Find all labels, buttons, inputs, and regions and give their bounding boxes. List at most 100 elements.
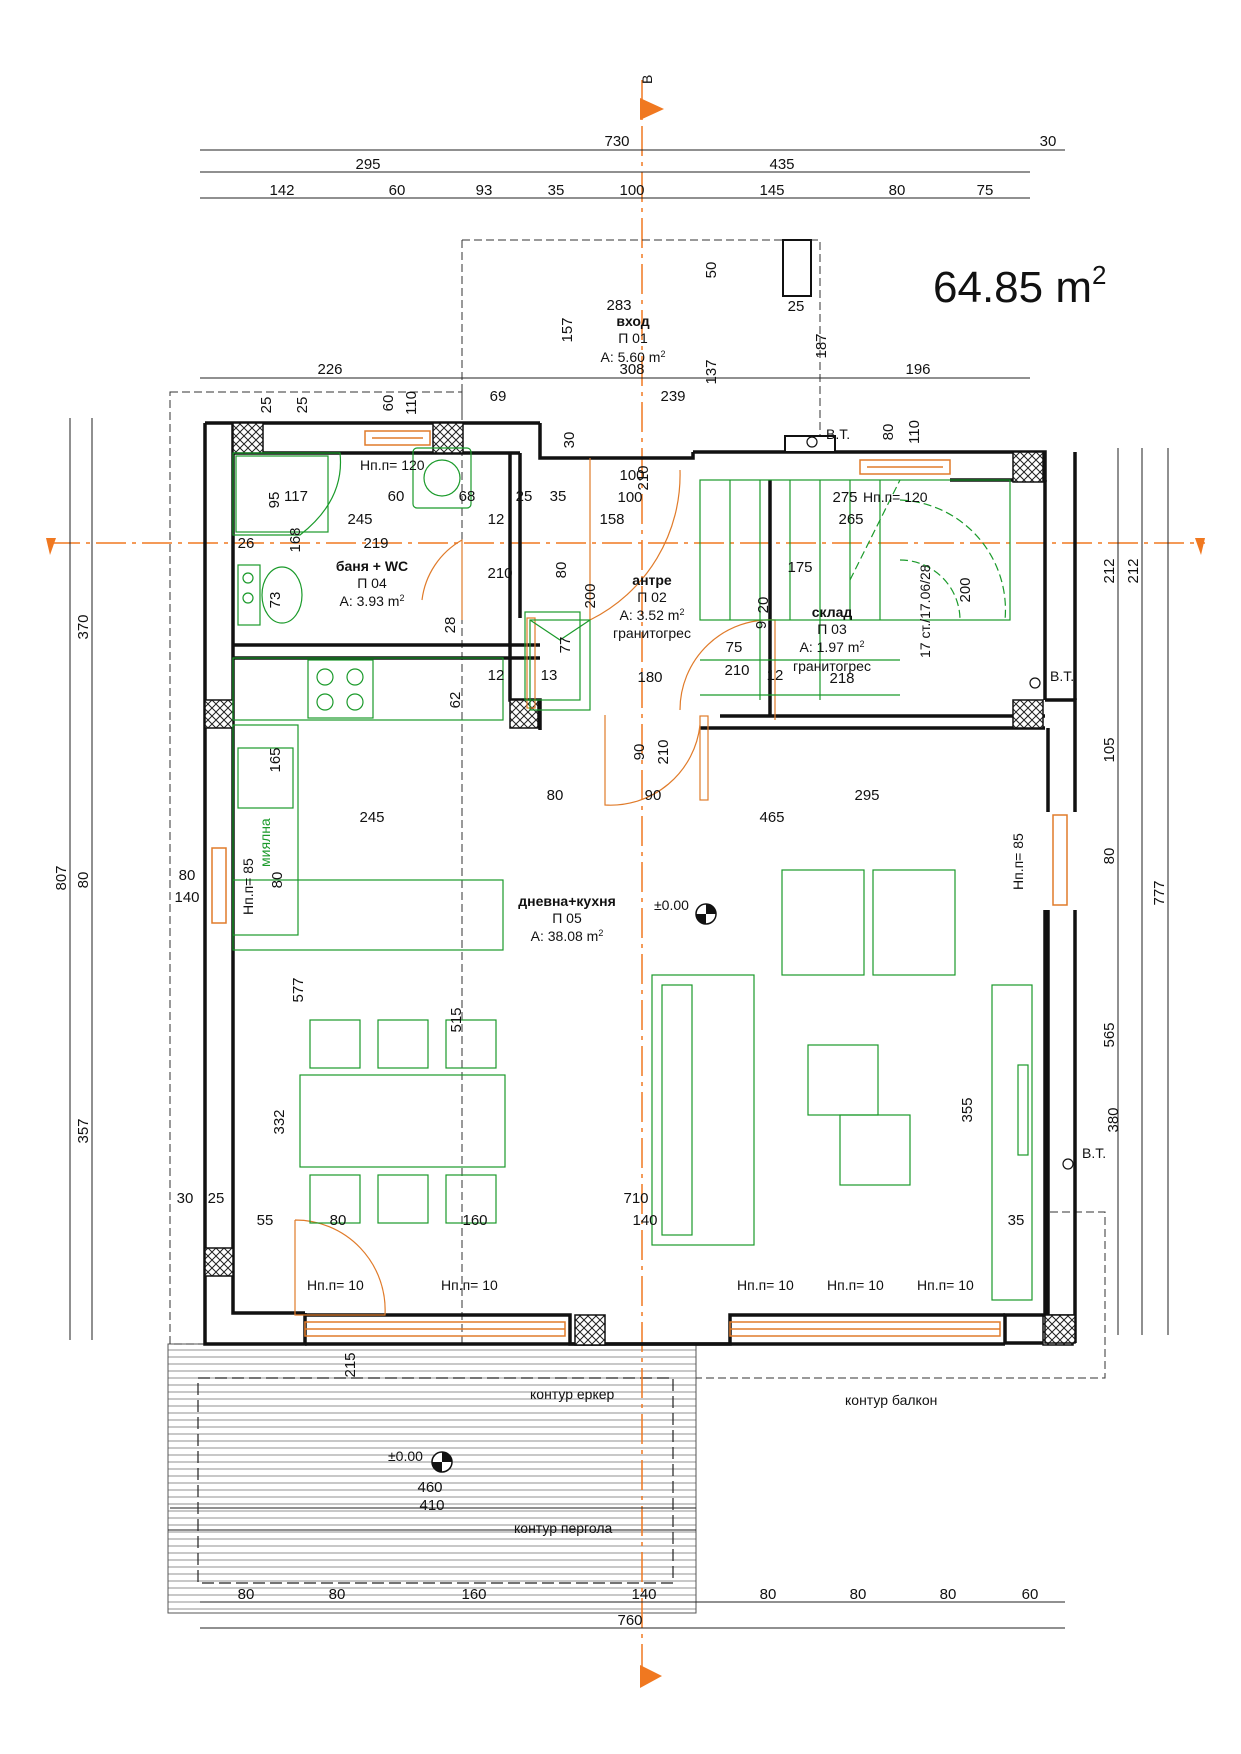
level-interior: ±0.00 [654, 897, 689, 913]
level-marker-terrace [431, 1451, 453, 1473]
svg-text:80: 80 [269, 872, 286, 889]
svg-text:142: 142 [269, 182, 294, 199]
dimensions-right: 212 105 80 565 777 212 [1101, 558, 1168, 1047]
svg-text:100: 100 [617, 489, 642, 506]
bay-outline-label: контур еркер [530, 1386, 615, 1402]
svg-text:80: 80 [329, 1586, 346, 1603]
svg-text:80: 80 [880, 424, 897, 441]
vt-label-right: В.Т. [1050, 668, 1074, 684]
sink-label: миялна [257, 818, 273, 867]
svg-text:332: 332 [271, 1109, 288, 1134]
svg-text:60: 60 [380, 395, 397, 412]
svg-text:239: 239 [660, 388, 685, 405]
svg-text:435: 435 [769, 156, 794, 173]
svg-text:35: 35 [548, 182, 565, 199]
svg-text:370: 370 [75, 614, 92, 639]
svg-text:55: 55 [257, 1212, 274, 1229]
window-note-east: Нп.п= 85 [1010, 833, 1026, 890]
axis-marker-top [640, 98, 664, 120]
svg-text:30: 30 [561, 432, 578, 449]
svg-text:105: 105 [1101, 737, 1118, 762]
svg-text:73: 73 [267, 592, 284, 609]
dimensions-top: 730 30 295 435 142 60 93 35 100 145 80 7… [269, 133, 1056, 378]
svg-text:П 02: П 02 [637, 589, 667, 605]
svg-text:355: 355 [959, 1097, 976, 1122]
svg-text:357: 357 [75, 1118, 92, 1143]
svg-text:196: 196 [905, 361, 930, 378]
svg-text:60: 60 [388, 488, 405, 505]
dimensions-bottom: 80 80 160 140 80 80 80 60 760 [238, 1586, 1039, 1629]
svg-text:210: 210 [487, 565, 512, 582]
level-marker-interior [695, 903, 717, 925]
svg-text:515: 515 [448, 1007, 465, 1032]
svg-text:80: 80 [547, 787, 564, 804]
vt-label-top: В.Т. [826, 426, 850, 442]
svg-text:80: 80 [179, 867, 196, 884]
svg-text:35: 35 [1008, 1212, 1025, 1229]
total-area: 64.85 m2 [933, 260, 1106, 312]
window-note-south-2: Нп.п= 10 [441, 1277, 498, 1293]
svg-text:гранитогрес: гранитогрес [793, 658, 871, 674]
svg-text:180: 180 [637, 669, 662, 686]
svg-text:12: 12 [488, 667, 505, 684]
svg-text:28: 28 [442, 617, 459, 634]
pergola-outline-label: контур пергола [514, 1520, 612, 1536]
svg-text:П 03: П 03 [817, 621, 847, 637]
svg-text:П 04: П 04 [357, 575, 387, 591]
window-note-stair: Нп.п= 120 [863, 489, 928, 505]
svg-text:75: 75 [977, 182, 994, 199]
svg-text:245: 245 [359, 809, 384, 826]
room-hall: антре П 02 A: 3.52 m2 гранитогрес [613, 572, 691, 641]
svg-text:165: 165 [267, 747, 284, 772]
vt-label-bottom: В.Т. [1082, 1145, 1106, 1161]
svg-text:A: 38.08 m2: A: 38.08 m2 [531, 928, 604, 944]
svg-text:145: 145 [759, 182, 784, 199]
level-terrace: ±0.00 [388, 1448, 423, 1464]
window-note-bath: Нп.п= 120 [360, 457, 425, 473]
svg-text:25: 25 [294, 397, 311, 414]
svg-text:215: 215 [342, 1352, 359, 1377]
svg-text:20: 20 [755, 597, 772, 614]
svg-text:80: 80 [75, 872, 92, 889]
svg-text:90: 90 [631, 744, 648, 761]
svg-text:160: 160 [462, 1212, 487, 1229]
svg-text:склад: склад [812, 604, 853, 620]
svg-text:210: 210 [724, 662, 749, 679]
svg-text:760: 760 [617, 1612, 642, 1629]
chimney [782, 239, 812, 297]
svg-text:100: 100 [619, 467, 644, 484]
svg-text:210: 210 [635, 465, 652, 490]
furniture [232, 447, 1033, 1301]
room-living: дневна+кухня П 05 A: 38.08 m2 [518, 893, 616, 944]
svg-text:140: 140 [632, 1212, 657, 1229]
svg-text:П 01: П 01 [618, 330, 648, 346]
svg-text:30: 30 [1040, 133, 1057, 150]
svg-text:90: 90 [645, 787, 662, 804]
svg-text:110: 110 [403, 391, 420, 415]
svg-text:187: 187 [813, 333, 830, 358]
svg-text:283: 283 [606, 297, 631, 314]
svg-text:вход: вход [616, 313, 649, 329]
svg-text:80: 80 [238, 1586, 255, 1603]
svg-text:68: 68 [459, 488, 476, 505]
svg-text:25: 25 [208, 1190, 225, 1207]
svg-text:A: 5.60 m2: A: 5.60 m2 [601, 349, 666, 365]
svg-text:25: 25 [258, 397, 275, 414]
svg-text:565: 565 [1101, 1022, 1118, 1047]
svg-text:30: 30 [177, 1190, 194, 1207]
balcony-outline-label: контур балкон [845, 1392, 937, 1408]
svg-text:265: 265 [838, 511, 863, 528]
axis-marker-bottom [640, 1665, 662, 1688]
svg-text:13: 13 [541, 667, 558, 684]
svg-text:218: 218 [829, 670, 854, 687]
svg-text:80: 80 [553, 562, 570, 579]
svg-text:140: 140 [631, 1586, 656, 1603]
vt-markers [806, 436, 1074, 1170]
svg-text:140: 140 [174, 889, 199, 906]
svg-text:212: 212 [1125, 558, 1142, 583]
svg-text:12: 12 [488, 511, 505, 528]
windows [211, 430, 1068, 1337]
svg-text:410: 410 [419, 1497, 444, 1514]
svg-text:117: 117 [284, 488, 308, 505]
